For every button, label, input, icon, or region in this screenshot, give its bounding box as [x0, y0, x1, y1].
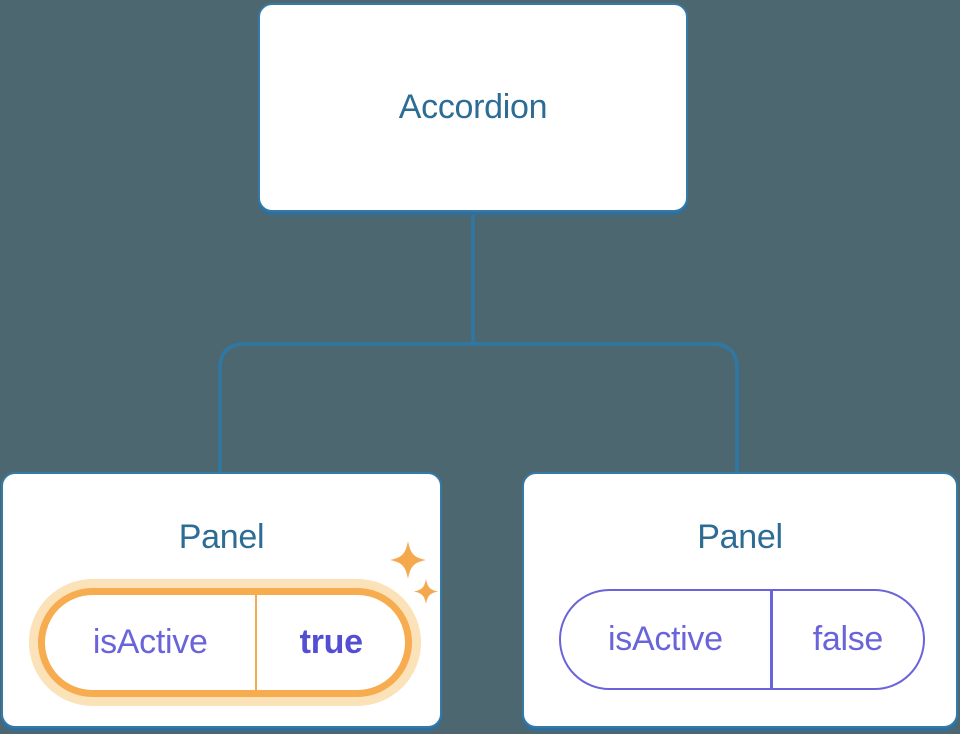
state-pill-inactive: isActive false	[559, 589, 925, 690]
state-prop-value: false	[812, 620, 884, 658]
state-pill-active: isActive true	[38, 588, 412, 697]
state-prop-value: true	[299, 623, 363, 661]
panel-node-active: Panel isActive true	[1, 472, 442, 728]
state-prop-name: isActive	[45, 595, 258, 690]
state-prop-name: isActive	[561, 591, 773, 688]
accordion-node-label: Accordion	[398, 88, 548, 126]
sparkles-icon	[390, 541, 438, 604]
panel-title: Panel	[178, 518, 265, 556]
accordion-node: Accordion	[258, 3, 688, 212]
panel-node-inactive: Panel isActive false	[522, 472, 958, 728]
panel-title: Panel	[697, 518, 783, 556]
